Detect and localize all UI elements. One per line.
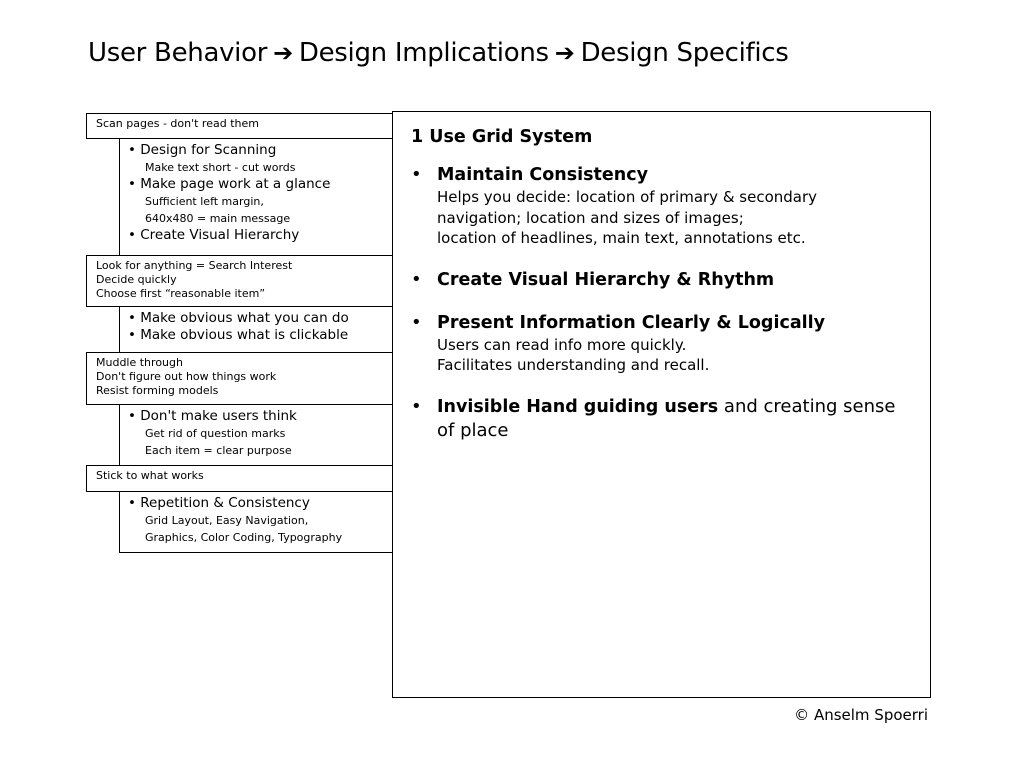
implication-subline: Sufficient left margin, xyxy=(145,195,264,208)
implication-subline: Get rid of question marks xyxy=(145,427,286,440)
behavior-line: Choose first “reasonable item” xyxy=(96,287,266,300)
implication-line: • Make page work at a glance xyxy=(128,176,331,192)
copyright-notice: © Anselm Spoerri xyxy=(794,706,928,724)
bullet-icon: • xyxy=(411,395,422,417)
behavior-line: Resist forming models xyxy=(96,384,219,397)
right-arrow-icon: ➔ xyxy=(554,39,575,67)
implication-line: • Make obvious what you can do xyxy=(128,310,349,326)
bullet-icon: • xyxy=(411,268,422,290)
page-title: User Behavior➔Design Implications➔Design… xyxy=(88,38,789,68)
title-design-implications: Design Implications xyxy=(298,38,549,68)
implication-box-scanning: • Design for Scanning Make text short - … xyxy=(119,138,393,256)
design-specifics-box: 1 Use Grid System • Maintain Consistency… xyxy=(392,111,931,698)
implication-subline: 640x480 = main message xyxy=(145,212,291,225)
implication-box-think: • Don't make users think Get rid of ques… xyxy=(119,404,393,466)
behavior-line: Look for anything = Search Interest xyxy=(96,259,293,272)
specifics-item-detail: Facilitates understanding and recall. xyxy=(437,356,710,374)
specifics-item-present: • Present Information Clearly & Logicall… xyxy=(411,311,930,376)
behavior-box-stick: Stick to what works xyxy=(86,465,393,492)
specifics-item-detail: location of headlines, main text, annota… xyxy=(437,229,806,247)
specifics-item-text: Invisible Hand guiding users and creatin… xyxy=(437,395,907,443)
specifics-item-hierarchy: • Create Visual Hierarchy & Rhythm xyxy=(411,268,930,292)
implication-subline: Make text short - cut words xyxy=(145,161,296,174)
specifics-item-consistency: • Maintain Consistency Helps you decide:… xyxy=(411,163,930,249)
title-user-behavior: User Behavior xyxy=(88,38,268,68)
implication-subline: Each item = clear purpose xyxy=(145,444,292,457)
specifics-item-detail: Users can read info more quickly. xyxy=(437,335,687,354)
behavior-line: Muddle through xyxy=(96,356,183,369)
specifics-item-head: Maintain Consistency xyxy=(437,165,649,185)
implication-box-obvious: • Make obvious what you can do • Make ob… xyxy=(119,306,393,353)
specifics-item-head: Invisible Hand guiding users xyxy=(437,396,719,417)
specifics-item-detail: navigation; location and sizes of images… xyxy=(437,208,744,227)
implication-line: • Create Visual Hierarchy xyxy=(128,227,300,243)
specifics-item-invisible-hand: • Invisible Hand guiding users and creat… xyxy=(411,395,907,443)
bullet-icon: • xyxy=(411,311,422,333)
title-design-specifics: Design Specifics xyxy=(580,38,789,68)
implication-line: • Make obvious what is clickable xyxy=(128,327,349,343)
behavior-line: Stick to what works xyxy=(96,469,204,482)
right-arrow-icon: ➔ xyxy=(273,39,293,67)
behavior-line: Decide quickly xyxy=(96,273,177,286)
behavior-line: Don't figure out how things work xyxy=(96,370,277,383)
implication-line: • Design for Scanning xyxy=(128,142,277,158)
specifics-item-detail: Helps you decide: location of primary & … xyxy=(437,188,818,206)
bullet-icon: • xyxy=(411,164,422,185)
specifics-item-tail: and creating sense of place xyxy=(437,395,896,441)
implication-line: • Repetition & Consistency xyxy=(128,495,310,511)
implication-box-repetition: • Repetition & Consistency Grid Layout, … xyxy=(119,491,393,553)
behavior-box-search: Look for anything = Search Interest Deci… xyxy=(86,255,393,307)
implication-line: • Don't make users think xyxy=(128,408,297,424)
specifics-heading: 1 Use Grid System xyxy=(411,127,593,147)
behavior-line: Scan pages - don't read them xyxy=(96,117,259,130)
behavior-box-scan: Scan pages - don't read them xyxy=(86,113,393,139)
specifics-item-head: Present Information Clearly & Logically xyxy=(437,312,826,333)
implication-subline: Graphics, Color Coding, Typography xyxy=(145,531,343,544)
behavior-box-muddle: Muddle through Don't figure out how thin… xyxy=(86,352,393,405)
implication-subline: Grid Layout, Easy Navigation, xyxy=(145,514,309,527)
specifics-item-head: Create Visual Hierarchy & Rhythm xyxy=(437,269,775,290)
